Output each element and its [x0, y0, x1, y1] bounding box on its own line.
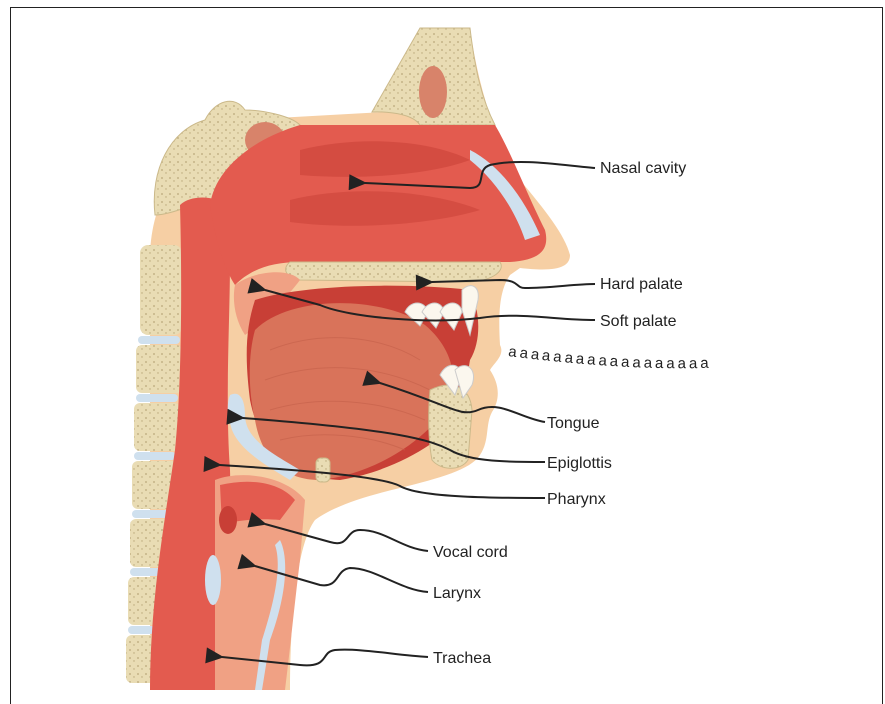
label-hard-palate: Hard palate	[600, 276, 683, 293]
label-trachea: Trachea	[433, 650, 491, 667]
label-vocal-cord: Vocal cord	[433, 544, 508, 561]
hard-palate-bone	[286, 262, 502, 282]
sound-wave-text: aaaaaaaaaaaaaaaaaa	[507, 343, 711, 372]
sound-wave-textpath: aaaaaaaaaaaaaaaaaa	[507, 343, 711, 372]
label-epiglottis: Epiglottis	[547, 455, 612, 472]
label-nasal-cavity: Nasal cavity	[600, 160, 686, 177]
label-larynx: Larynx	[433, 585, 481, 602]
label-pharynx: Pharynx	[547, 491, 606, 508]
label-tongue: Tongue	[547, 415, 600, 432]
label-soft-palate: Soft palate	[600, 313, 677, 330]
